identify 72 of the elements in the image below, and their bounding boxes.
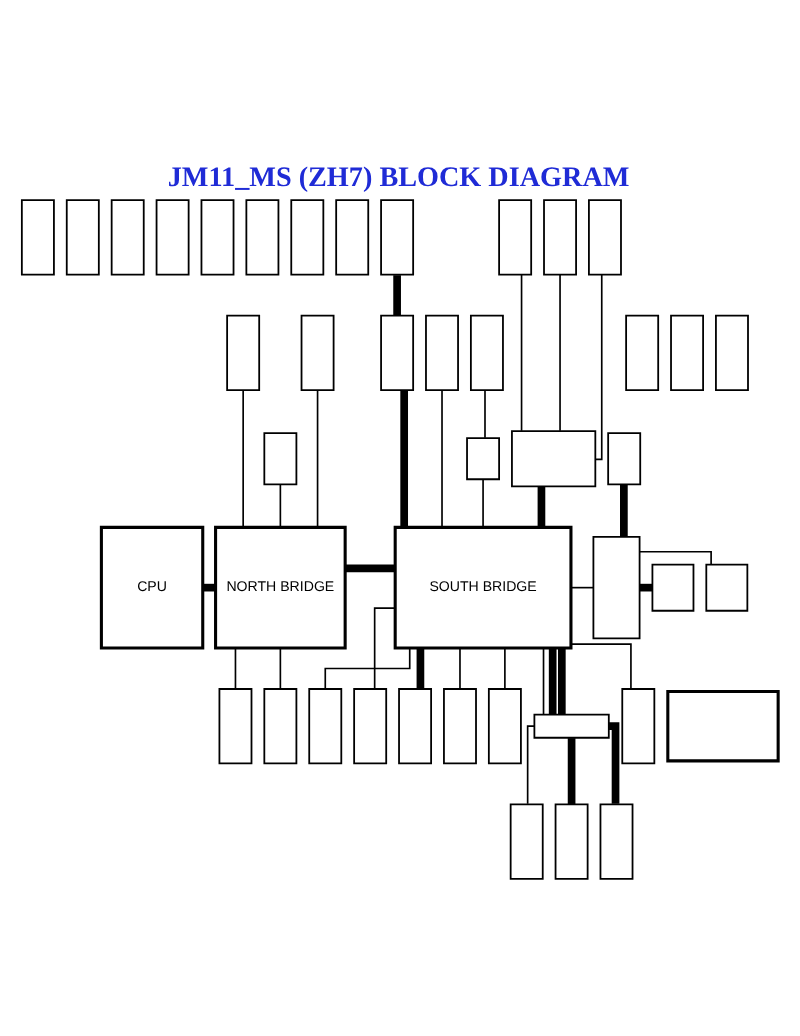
node-box	[110, 198, 145, 275]
diagram-title: JM11_MS (ZH7) BLOCK DIAGRAM	[167, 160, 630, 193]
node-box	[263, 431, 298, 485]
connector	[484, 388, 486, 438]
node-box	[498, 198, 533, 275]
node-box	[353, 687, 388, 764]
node-box	[155, 198, 190, 275]
node-box	[226, 313, 261, 390]
node-box	[592, 535, 641, 639]
connector	[567, 737, 576, 804]
node-box	[300, 313, 335, 390]
connector	[400, 389, 409, 527]
connector	[537, 485, 546, 526]
node-box	[705, 562, 749, 611]
connector	[279, 646, 282, 689]
node-box	[218, 687, 253, 764]
connector	[570, 642, 632, 689]
connector	[526, 724, 535, 804]
connector	[441, 388, 443, 527]
node-box	[65, 198, 100, 275]
node-box	[670, 313, 704, 390]
connector	[393, 274, 401, 315]
connector	[316, 388, 319, 527]
connector	[594, 273, 603, 460]
connector	[459, 646, 461, 689]
connector	[520, 273, 523, 431]
node-box	[290, 198, 325, 275]
node-box	[588, 198, 622, 275]
node-box	[263, 687, 298, 764]
node-box	[715, 313, 749, 390]
connector	[570, 585, 595, 588]
node-box	[200, 198, 235, 275]
node-box	[487, 687, 522, 764]
node-box	[470, 313, 504, 390]
node-box	[607, 431, 642, 485]
node-box	[543, 198, 577, 275]
node-box	[621, 687, 656, 764]
node-box	[466, 436, 500, 480]
node-box	[625, 313, 660, 390]
connector	[639, 549, 712, 565]
connector	[373, 606, 396, 689]
connector	[416, 647, 425, 688]
node-box	[651, 562, 695, 611]
connector	[542, 646, 545, 715]
connector	[620, 483, 628, 536]
connector	[557, 647, 566, 714]
connector	[482, 477, 484, 527]
node-box	[335, 198, 370, 275]
connector	[548, 647, 557, 714]
connector	[202, 582, 216, 591]
node-box	[398, 687, 432, 764]
node-box	[308, 687, 343, 764]
connector	[234, 646, 237, 689]
node-box	[509, 802, 544, 879]
node-box	[666, 689, 780, 762]
node-box	[425, 313, 459, 390]
connector	[504, 646, 506, 689]
node-box	[245, 198, 280, 275]
node-box	[599, 802, 634, 879]
connector	[324, 646, 411, 689]
node-box	[554, 802, 589, 879]
node-box	[380, 198, 415, 275]
node-box	[443, 687, 477, 764]
node-box	[380, 313, 415, 390]
connector	[279, 482, 282, 527]
connector	[559, 273, 561, 431]
node-box	[533, 712, 610, 738]
connector	[345, 563, 395, 572]
node-box	[511, 429, 597, 487]
node-box	[20, 198, 55, 275]
connector	[242, 388, 244, 527]
connector	[609, 721, 620, 803]
